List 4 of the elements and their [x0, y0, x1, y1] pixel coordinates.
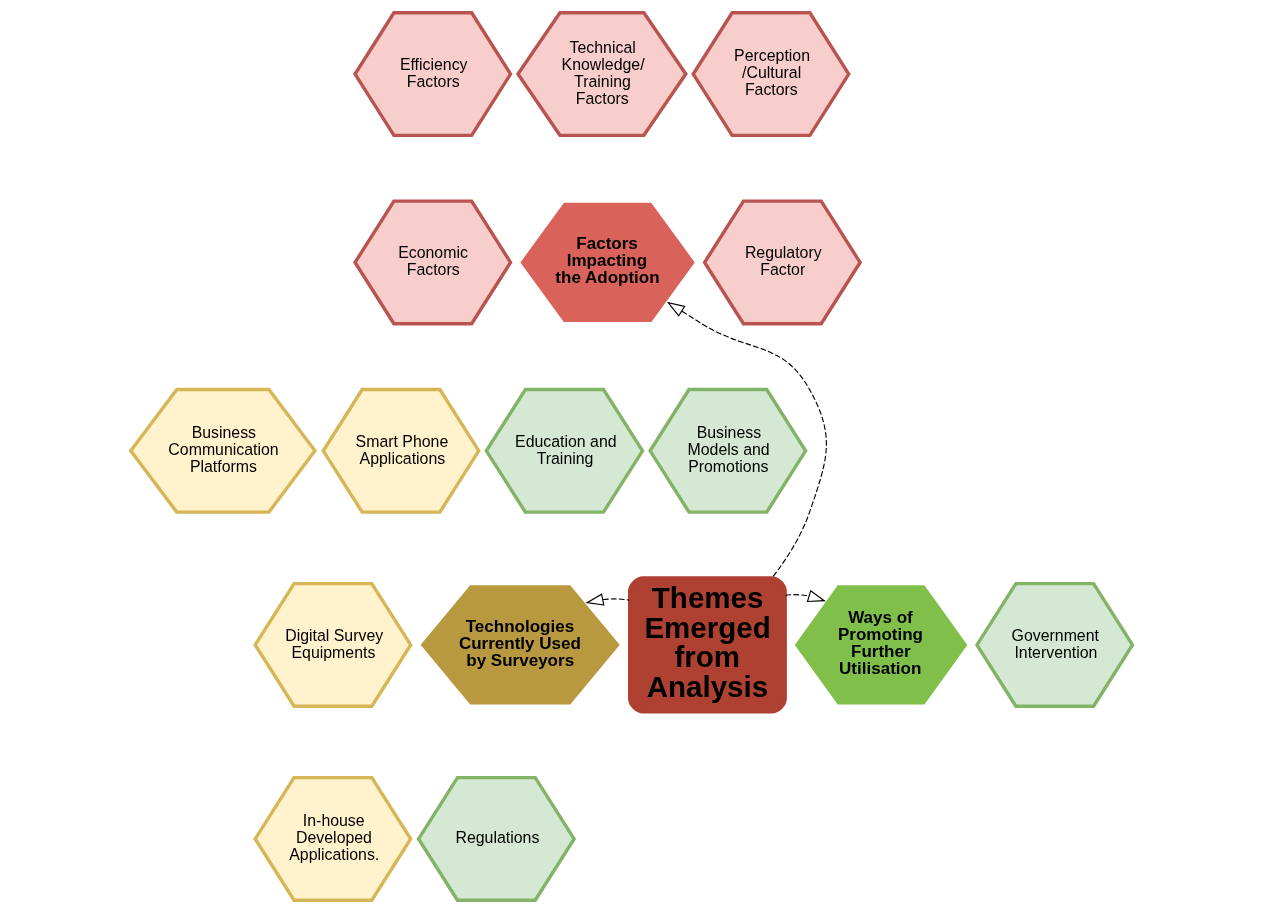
arrow	[784, 589, 826, 603]
arrow	[666, 301, 827, 579]
arrow	[585, 593, 630, 606]
node-box: Themes Emerged from Analysis	[628, 576, 787, 714]
